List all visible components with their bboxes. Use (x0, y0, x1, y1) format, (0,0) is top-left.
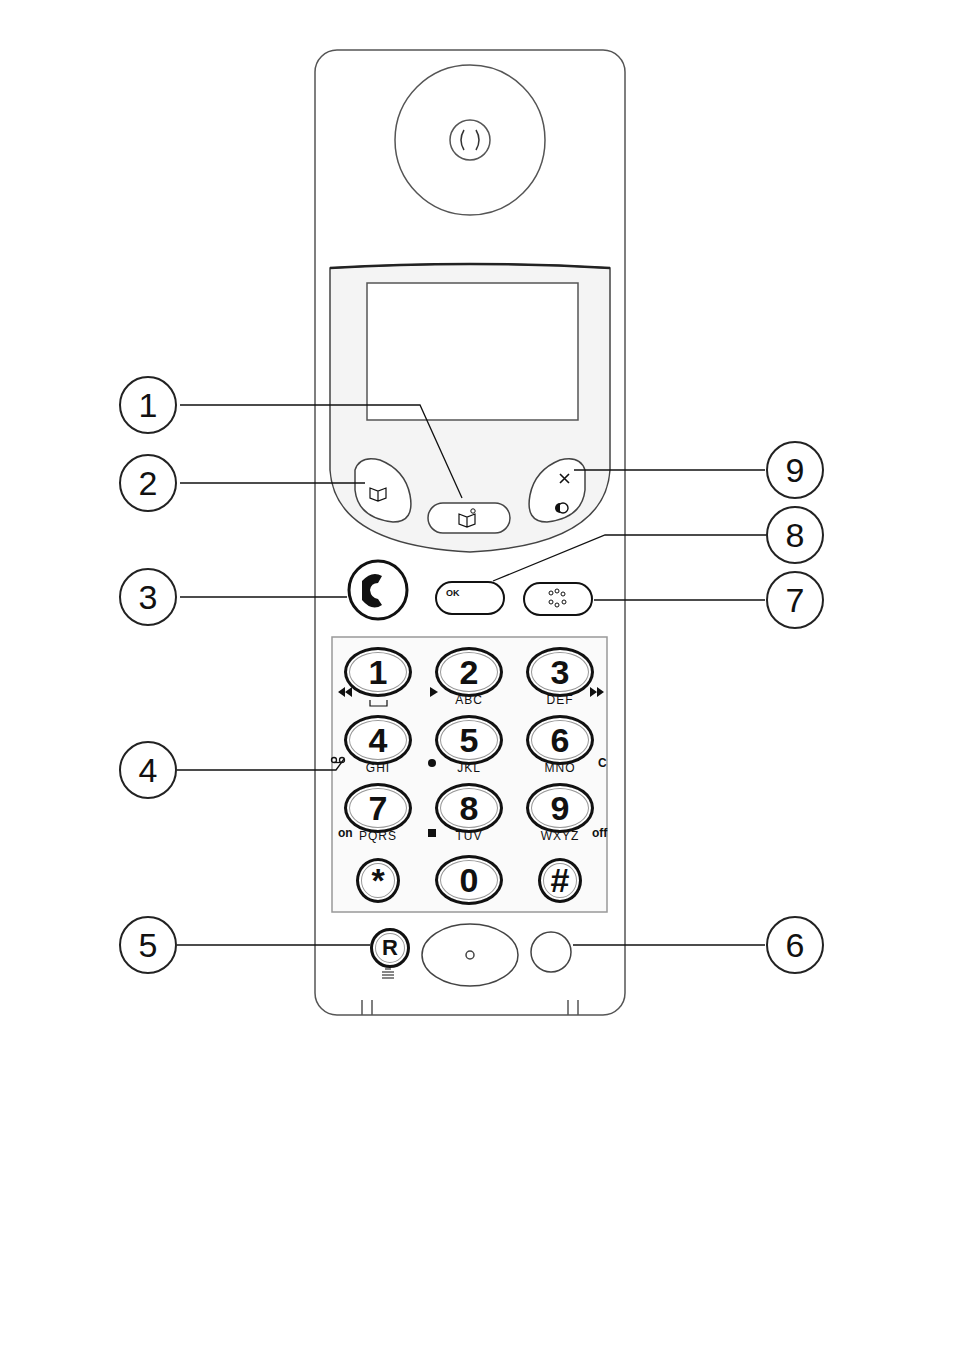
key-letters: DEF (547, 694, 574, 707)
leader-line (180, 405, 462, 498)
keypad-key: 1 (344, 647, 412, 697)
earpiece (395, 65, 545, 215)
key-text: * (371, 861, 384, 900)
callout-number: 6 (766, 916, 824, 974)
record-icon (428, 759, 436, 767)
right-soft-key (529, 459, 585, 522)
key-letters: PQRS (359, 830, 397, 843)
play-icon (430, 687, 438, 697)
redial-icon (549, 589, 566, 607)
keypad-key: 6MNO (526, 715, 594, 765)
keypad-key: 8TUV (435, 783, 503, 833)
key-letters: JKL (457, 762, 481, 775)
leader-line (574, 469, 765, 470)
callout-number: 1 (119, 376, 177, 434)
phonebook-icon (370, 488, 386, 501)
keypad-key: 5JKL (435, 715, 503, 765)
key-letters: ABC (455, 694, 483, 707)
key-text: 2 (460, 653, 479, 692)
middle-soft-key (428, 503, 510, 533)
callout-number: 9 (766, 441, 824, 499)
book-person-icon (459, 514, 475, 527)
body-notches (362, 1000, 578, 1015)
key-letters: TUV (456, 830, 483, 843)
key-text: 8 (786, 516, 805, 555)
key-text: 5 (460, 721, 479, 760)
keypad-key: 0 (435, 855, 503, 905)
face-panel (330, 264, 610, 552)
leader-line (180, 482, 365, 483)
key-text: 1 (139, 386, 158, 425)
key-text: 0 (460, 861, 479, 900)
leader-line (493, 535, 766, 581)
space-icon (370, 700, 387, 706)
callout-number: 2 (119, 454, 177, 512)
callout-number: 8 (766, 506, 824, 564)
key-text: 6 (551, 721, 570, 760)
redial-key (524, 583, 592, 615)
keypad-key: 2ABC (435, 647, 503, 697)
keypad-key: # (538, 858, 582, 903)
key-function-label: off (592, 826, 607, 840)
key-function-label: on (338, 826, 353, 840)
stop-icon (428, 829, 436, 837)
leader-lines (180, 405, 765, 945)
key-text: 1 (369, 653, 388, 692)
key-letters: MNO (545, 762, 576, 775)
recall-key: R (370, 928, 410, 968)
key-letters: WXYZ (541, 830, 580, 843)
callout-number: 3 (119, 568, 177, 626)
keypad-key: 7PQRS (344, 783, 412, 833)
forward-icon (590, 687, 604, 697)
keypad-key: * (356, 858, 400, 903)
key-letters: GHI (366, 762, 390, 775)
key-text: 3 (551, 653, 570, 692)
callout-number: 7 (766, 571, 824, 629)
leader-line (573, 944, 765, 945)
keypad-key: 4GHI (344, 715, 412, 765)
microphone (422, 924, 518, 986)
cancel-icon (560, 474, 569, 483)
key-text: # (551, 861, 570, 900)
leader-line (180, 596, 347, 597)
keypad-key: 9WXYZ (526, 783, 594, 833)
menu-icon (382, 969, 394, 978)
key-function-label: C (598, 756, 607, 770)
microphone-hole (466, 951, 474, 959)
key-text: 9 (551, 789, 570, 828)
leader-line (177, 944, 370, 945)
key-text: 8 (460, 789, 479, 828)
leader-line (594, 599, 765, 600)
key-text: 7 (786, 581, 805, 620)
side-key (531, 932, 571, 972)
leader-line (177, 759, 344, 770)
callout-number: 4 (119, 741, 177, 799)
keypad-panel (332, 637, 607, 912)
rewind-icon (338, 687, 352, 697)
key-text: 9 (786, 451, 805, 490)
key-text: 4 (139, 751, 158, 790)
key-text: R (382, 935, 398, 961)
key-text: 5 (139, 926, 158, 965)
keypad-key: 3DEF (526, 647, 594, 697)
key-text: 6 (786, 926, 805, 965)
callout-number: 5 (119, 916, 177, 974)
key-text: 3 (139, 578, 158, 617)
display (367, 283, 578, 420)
ok-key: OK (435, 581, 505, 615)
handset-icon (362, 574, 382, 608)
key-text: 4 (369, 721, 388, 760)
handset-body (315, 50, 625, 1015)
key-text: 7 (369, 789, 388, 828)
key-text: 2 (139, 464, 158, 503)
left-soft-key (355, 459, 411, 522)
key-text: OK (446, 588, 460, 598)
earpiece-center (450, 120, 490, 160)
talk-key (349, 561, 407, 619)
